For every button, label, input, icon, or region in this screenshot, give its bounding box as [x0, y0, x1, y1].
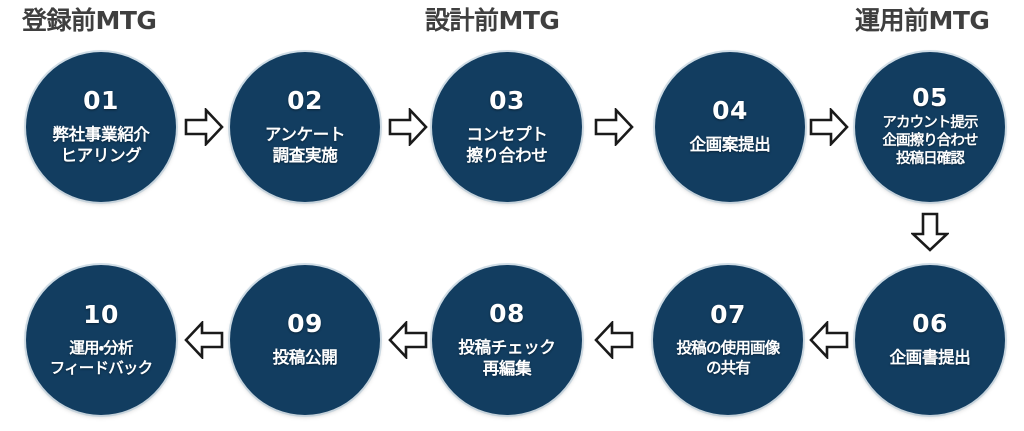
step-number-04: 04 [712, 96, 748, 126]
step-number-10: 10 [83, 299, 119, 329]
step-node-08[interactable]: 08 投稿チェック 再編集 [432, 265, 582, 415]
step-node-09[interactable]: 09 投稿公開 [230, 265, 380, 415]
step-number-02: 02 [287, 85, 323, 115]
arrow-09-to-10-icon [184, 321, 224, 359]
step-number-09: 09 [287, 309, 323, 339]
step-label-01: 弊社事業紹介 ヒアリング [52, 124, 150, 165]
step-node-01[interactable]: 01 弊社事業紹介 ヒアリング [26, 52, 176, 202]
step-node-03[interactable]: 03 コンセプト 擦り合わせ [432, 52, 582, 202]
step-number-06: 06 [912, 309, 948, 339]
step-node-06[interactable]: 06 企画書提出 [855, 265, 1005, 415]
phase-header-2: 設計前MTG [425, 6, 560, 35]
phase-header-3: 運用前MTG [855, 6, 990, 35]
step-number-03: 03 [489, 85, 525, 115]
step-node-10[interactable]: 10 運用・分析 フィードバック [26, 265, 176, 415]
step-node-04[interactable]: 04 企画案提出 [655, 52, 805, 202]
step-label-08: 投稿チェック 再編集 [458, 337, 556, 378]
step-node-02[interactable]: 02 アンケート 調査実施 [230, 52, 380, 202]
step-label-03: コンセプト 擦り合わせ [466, 124, 548, 165]
step-label-04: 企画案提出 [689, 135, 771, 155]
step-label-10: 運用・分析 フィードバック [49, 338, 153, 377]
step-label-06: 企画書提出 [889, 348, 971, 368]
step-number-05: 05 [912, 83, 948, 113]
step-number-07: 07 [710, 299, 746, 329]
arrow-03-to-04-icon [594, 108, 634, 146]
step-number-08: 08 [489, 298, 525, 328]
step-label-07: 投稿の使用画像 の共有 [676, 338, 781, 377]
arrow-02-to-03-icon [388, 108, 428, 146]
step-label-02: アンケート 調査実施 [264, 124, 346, 165]
phase-header-1: 登録前MTG [22, 6, 157, 35]
step-label-05: アカウント提示 企画擦り合わせ 投稿日確認 [882, 115, 978, 167]
arrow-07-to-08-icon [594, 321, 634, 359]
arrow-08-to-09-icon [388, 321, 428, 359]
arrow-05-to-06-icon [911, 212, 949, 252]
arrow-04-to-05-icon [809, 108, 849, 146]
step-node-07[interactable]: 07 投稿の使用画像 の共有 [653, 265, 803, 415]
step-label-09: 投稿公開 [272, 348, 338, 368]
arrow-06-to-07-icon [809, 321, 849, 359]
step-number-01: 01 [83, 85, 119, 115]
arrow-01-to-02-icon [184, 108, 224, 146]
